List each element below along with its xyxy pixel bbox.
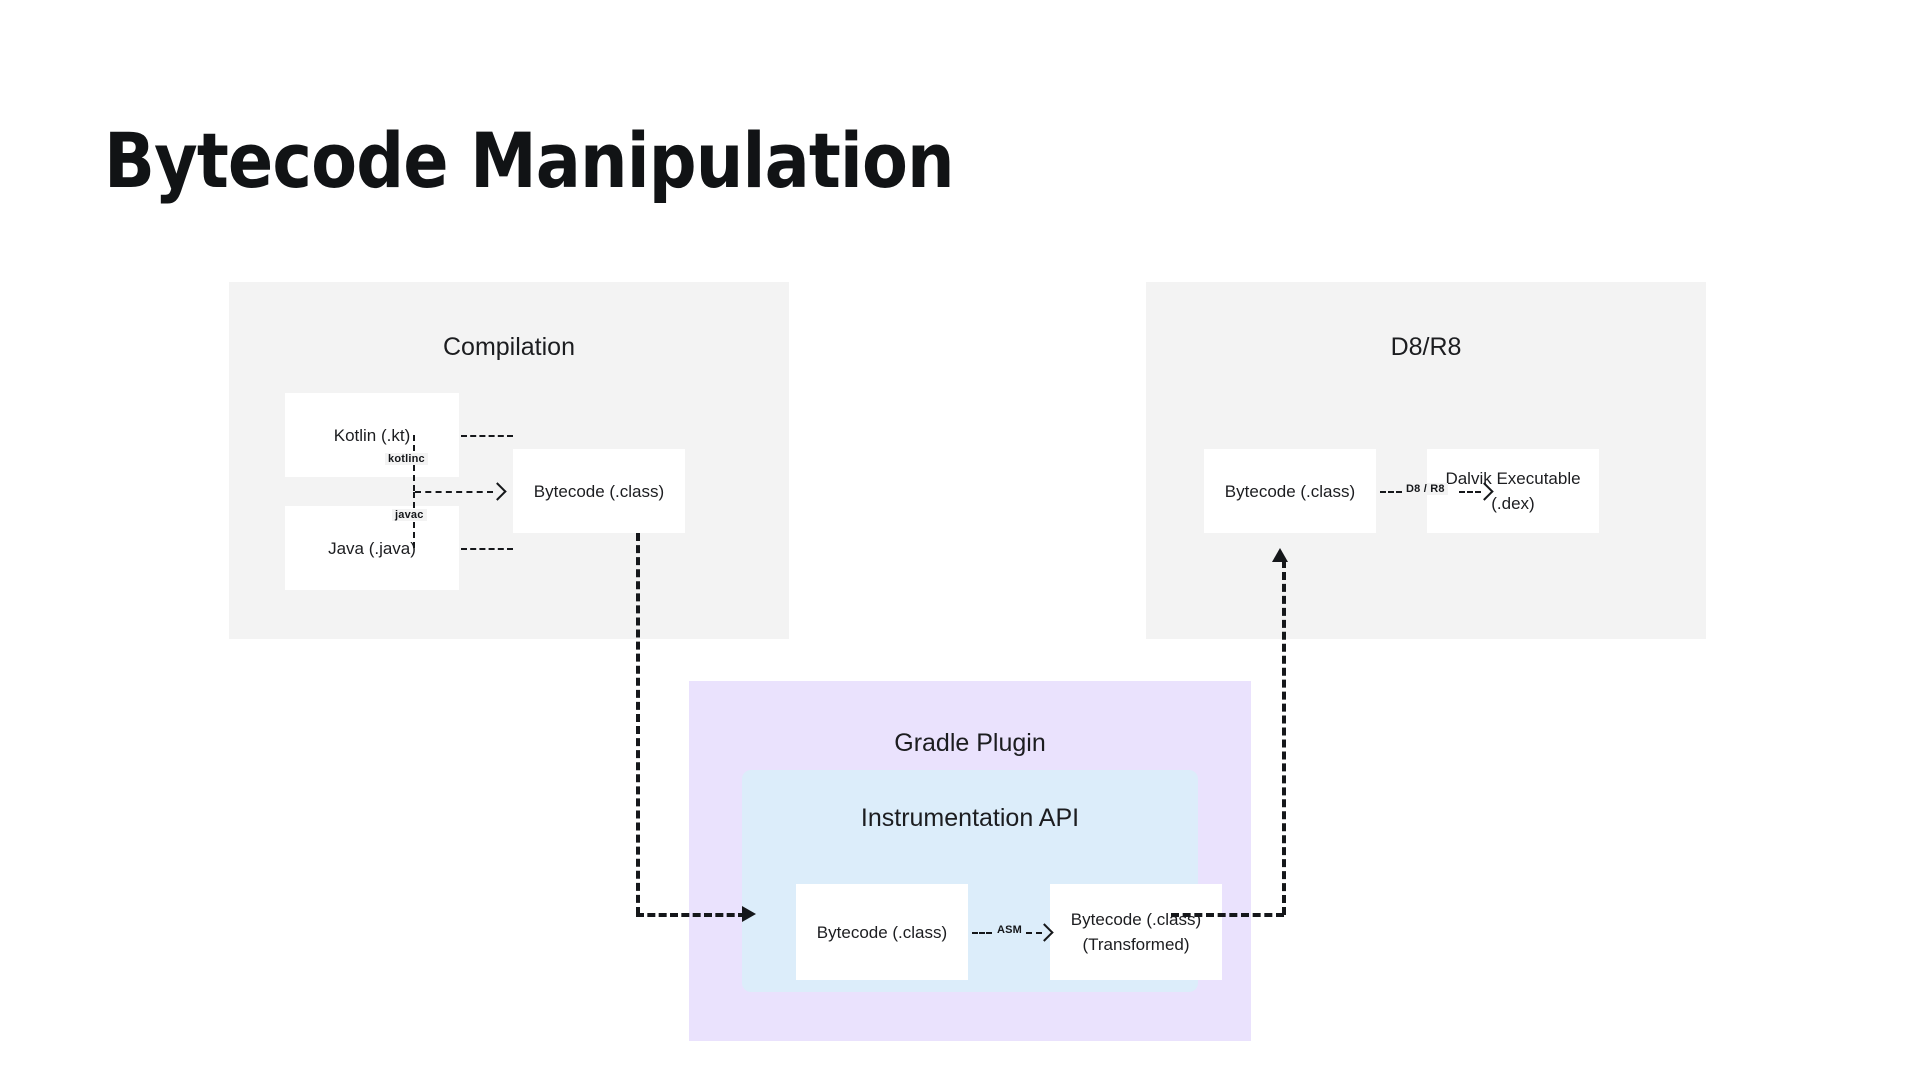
route-compilation-down xyxy=(636,533,640,915)
node-bytecode-class-compilation[interactable]: Bytecode (.class) xyxy=(513,449,685,533)
node-dex-label-line1: Dalvik Executable xyxy=(1445,469,1581,488)
route-transformed-right xyxy=(1171,913,1284,917)
node-java-source[interactable]: Java (.java) xyxy=(285,506,459,590)
edge-d8r8-dash-left xyxy=(1380,491,1402,493)
node-dalvik-executable[interactable]: Dalvik Executable (.dex) xyxy=(1427,449,1599,533)
node-bytecode-class-transformed[interactable]: Bytecode (.class) (Transformed) xyxy=(1050,884,1222,980)
edge-label-kotlinc: kotlinc xyxy=(385,453,428,465)
group-title-gradle-plugin: Gradle Plugin xyxy=(894,729,1046,757)
group-title-d8r8: D8/R8 xyxy=(1390,333,1462,361)
edge-kotlin-horizontal xyxy=(461,435,513,437)
arrowhead-to-bytecode-compile xyxy=(488,482,507,501)
route-compilation-to-instrumentation xyxy=(636,913,746,917)
group-panel-gradle-plugin: Gradle Plugin Instrumentation API Byteco… xyxy=(689,681,1251,1041)
node-bytecode-class-d8r8[interactable]: Bytecode (.class) xyxy=(1204,449,1376,533)
node-transformed-label-line1: Bytecode (.class) xyxy=(1070,910,1202,929)
edge-asm-dash-right xyxy=(1026,932,1042,934)
group-title-compilation: Compilation xyxy=(442,333,575,361)
edge-junction-to-bytecode xyxy=(415,491,493,493)
arrowhead-into-instrumentation xyxy=(742,906,756,922)
edge-label-javac: javac xyxy=(392,509,427,521)
node-dex-label-line2: (.dex) xyxy=(1491,494,1535,513)
group-panel-instrumentation-api: Instrumentation API Bytecode (.class) By… xyxy=(742,770,1222,992)
route-transformed-up xyxy=(1282,560,1286,915)
group-title-instrumentation-api: Instrumentation API xyxy=(860,804,1080,832)
edge-label-asm: ASM xyxy=(994,924,1026,936)
group-panel-d8r8: D8/R8 Bytecode (.class) Dalvik Executabl… xyxy=(1146,282,1706,639)
edge-asm-dash-left xyxy=(972,932,992,934)
node-bytecode-class-input[interactable]: Bytecode (.class) xyxy=(796,884,968,980)
node-transformed-label-line2: (Transformed) xyxy=(1082,935,1190,954)
node-kotlin-source[interactable]: Kotlin (.kt) xyxy=(285,393,459,477)
edge-java-horizontal xyxy=(461,548,513,550)
edge-label-d8r8: D8 / R8 xyxy=(1403,483,1448,495)
page-title: Bytecode Manipulation xyxy=(104,116,955,205)
group-panel-compilation: Compilation Kotlin (.kt) Java (.java) By… xyxy=(229,282,789,639)
arrowhead-into-d8r8-bytecode xyxy=(1272,548,1288,562)
edge-d8r8-dash-right xyxy=(1459,491,1481,493)
